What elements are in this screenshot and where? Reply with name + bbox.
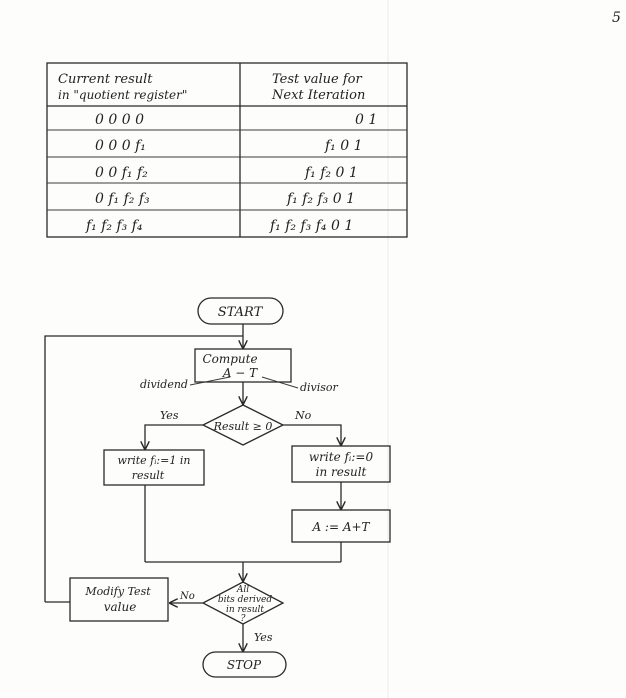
row-4-test: f₁ f₂ f₃ 0 1 xyxy=(286,191,355,207)
page-number: 5 xyxy=(612,10,621,26)
dividend-pointer xyxy=(189,376,231,386)
divisor-annotation: divisor xyxy=(300,381,339,394)
decision2-line4: ? xyxy=(241,614,246,624)
write-one-box xyxy=(103,449,205,486)
stop-terminal xyxy=(202,651,287,678)
decision2-no-label: No xyxy=(179,591,195,602)
header-test-value-line1: Test value for xyxy=(272,72,362,87)
row-3-test: f₁ f₂ 0 1 xyxy=(304,165,358,181)
header-current-result-line2: in "quotient register" xyxy=(58,88,187,102)
decision-result-label: Result ≥ 0 xyxy=(213,420,273,433)
dividend-annotation: dividend xyxy=(140,378,188,391)
decision2-line1: All xyxy=(236,585,249,595)
stop-label: STOP xyxy=(227,658,262,672)
row-4-result: 0 f₁ f₂ f₃ xyxy=(95,191,150,207)
start-terminal xyxy=(197,297,284,325)
quotient-table: Current result in "quotient register" Te… xyxy=(46,62,408,238)
row-5-test: f₁ f₂ f₃ f₄ 0 1 xyxy=(269,218,353,234)
row-2-result: 0 0 0 f₁ xyxy=(95,138,146,154)
modify-line1: Modify Test xyxy=(84,585,151,598)
division-flowchart: START Compute A − T dividend divisor Res… xyxy=(44,297,391,678)
modify-test-box xyxy=(69,577,169,622)
write-one-line1: write fᵢ:=1 in xyxy=(118,454,191,467)
decision2-line3: in result xyxy=(226,605,264,615)
no-branch-arrow xyxy=(283,424,341,445)
row-1-test: 0 1 xyxy=(355,112,377,128)
compute-label: Compute xyxy=(202,352,257,366)
decision2-yes-label: Yes xyxy=(254,631,273,644)
restore-label: A := A+T xyxy=(311,520,370,534)
start-label: START xyxy=(218,305,264,320)
decision1-yes-label: Yes xyxy=(160,409,179,422)
decision1-no-label: No xyxy=(294,409,312,422)
modify-line2: value xyxy=(104,600,137,614)
row-2-test: f₁ 0 1 xyxy=(324,138,363,154)
divisor-pointer xyxy=(261,376,299,389)
header-current-result-line1: Current result xyxy=(58,72,153,87)
row-1-result: 0 0 0 0 xyxy=(95,112,144,128)
compute-expression: A − T xyxy=(222,366,258,380)
loop-back-line xyxy=(44,335,243,602)
yes-branch-arrow xyxy=(145,424,203,449)
result-decision-diamond xyxy=(201,404,285,446)
write-one-line2: result xyxy=(132,469,165,482)
header-test-value-line2: Next Iteration xyxy=(271,88,365,103)
row-5-result: f₁ f₂ f₃ f₄ xyxy=(85,218,143,234)
write-zero-line2: in result xyxy=(316,465,367,479)
write-zero-line1: write fᵢ:=0 xyxy=(309,450,374,464)
row-3-result: 0 0 f₁ f₂ xyxy=(95,165,148,181)
decision2-line2: bits derived xyxy=(218,595,272,605)
